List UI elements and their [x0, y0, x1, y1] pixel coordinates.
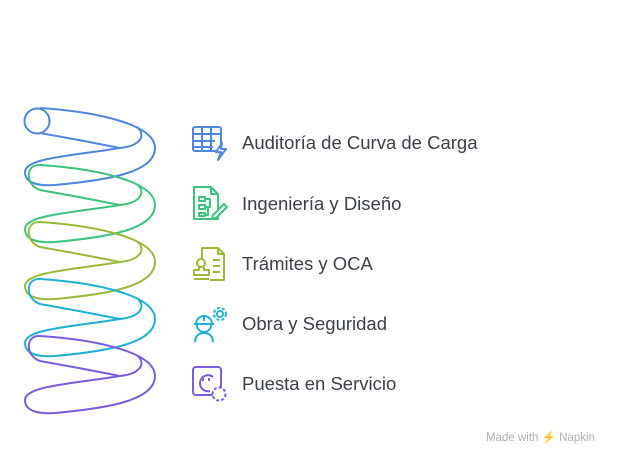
step-label: Obra y Seguridad — [242, 313, 388, 334]
spiral-coil-segment — [23, 277, 157, 358]
step-2: Ingeniería y Diseño — [190, 184, 401, 224]
spiral-coil-segment — [23, 220, 157, 301]
step-label: Puesta en Servicio — [242, 373, 397, 394]
spiral-coil-segment — [23, 163, 157, 244]
step-label: Ingeniería y Diseño — [242, 193, 402, 214]
spiral-coil-segment — [23, 107, 157, 187]
step-3: Trámites y OCA — [190, 244, 373, 284]
spiral-coil-segment — [23, 334, 157, 415]
stamp-document-icon — [193, 247, 225, 281]
outlet-gear-icon — [192, 366, 227, 402]
spiral-end-circle — [23, 107, 51, 135]
diagram-document-pencil-icon — [193, 186, 228, 220]
spreadsheet-lightning-icon — [192, 126, 227, 161]
step-5: Puesta en Servicio — [190, 364, 396, 404]
spiral-coil — [23, 107, 157, 415]
step-label: Trámites y OCA — [242, 253, 373, 274]
step-label: Auditoría de Curva de Carga — [242, 132, 478, 153]
step-4: Obra y Seguridad — [190, 304, 387, 344]
worker-gear-icon — [194, 307, 227, 343]
step-1: Auditoría de Curva de Carga — [190, 123, 478, 163]
napkin-watermark: Made with ⚡ Napkin — [486, 432, 595, 444]
